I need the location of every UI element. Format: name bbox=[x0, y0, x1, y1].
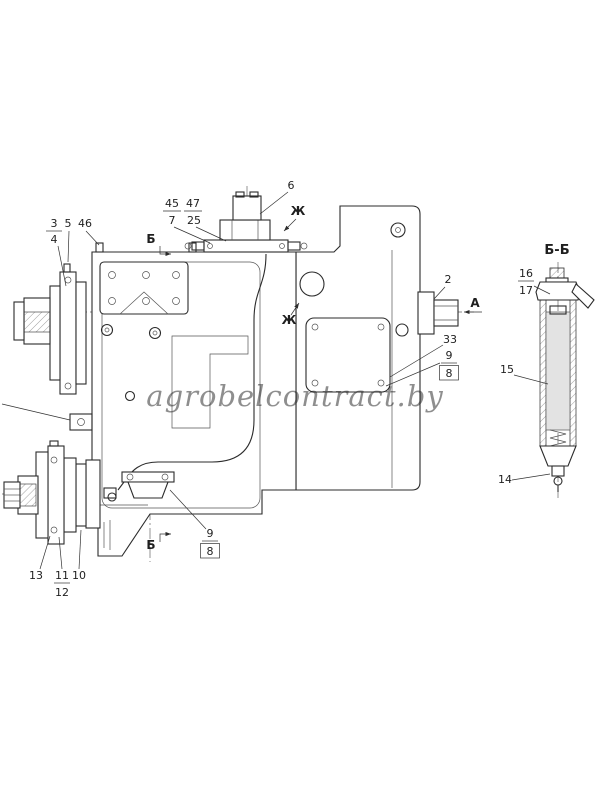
callout-2: 2 bbox=[445, 273, 452, 286]
callout-16: 16 bbox=[519, 267, 533, 280]
watermark-text: agrobelcontract.by bbox=[146, 379, 443, 413]
callout-10: 10 bbox=[72, 569, 86, 582]
callout-13: 13 bbox=[29, 569, 43, 582]
section-view-b-b bbox=[535, 267, 595, 492]
callout-14: 14 bbox=[498, 473, 512, 486]
section-piston bbox=[545, 311, 571, 431]
side-cover-plate bbox=[305, 317, 391, 393]
callout-17: 17 bbox=[519, 284, 533, 297]
top-mounting-plate bbox=[99, 261, 189, 315]
callout-labels: 3 4 5 46 45 7 47 25 6 2 33 9 8 9 8 13 11… bbox=[29, 179, 533, 599]
section-bottom-cone bbox=[539, 445, 577, 467]
valve-body bbox=[219, 219, 271, 241]
section-view-title: Б-Б bbox=[544, 243, 569, 258]
view-arrow-a-label: А bbox=[470, 296, 480, 310]
upper-left-flange-assembly bbox=[13, 263, 93, 431]
oil-tube bbox=[117, 253, 267, 491]
section-b-bottom-label: Б bbox=[146, 538, 155, 552]
leader-lines bbox=[1, 191, 551, 570]
callout-decorations bbox=[46, 210, 534, 584]
callout-7: 7 bbox=[169, 214, 176, 227]
top-valve-assembly bbox=[117, 191, 308, 491]
callout-12: 12 bbox=[55, 586, 69, 599]
right-fitting bbox=[287, 241, 301, 251]
callout-47: 47 bbox=[186, 197, 200, 210]
callout-8-right: 8 bbox=[446, 367, 453, 380]
callout-8-bottom: 8 bbox=[207, 545, 214, 558]
section-lever bbox=[571, 283, 595, 309]
view-letters: А Б Б Ж Ж Б-Б bbox=[146, 204, 569, 552]
right-output-shaft bbox=[417, 291, 459, 335]
callout-25: 25 bbox=[187, 214, 201, 227]
lower-left-pto-assembly bbox=[3, 440, 101, 545]
callout-9-right: 9 bbox=[446, 349, 453, 362]
callout-9-bottom: 9 bbox=[207, 527, 214, 540]
view-zh-top-label: Ж bbox=[291, 204, 306, 218]
stepped-bracket bbox=[171, 335, 249, 429]
left-fitting bbox=[191, 241, 205, 251]
section-cap bbox=[535, 281, 581, 301]
callout-11: 11 bbox=[55, 569, 69, 582]
callout-3: 3 bbox=[51, 217, 58, 230]
callout-6: 6 bbox=[288, 179, 295, 192]
callout-45: 45 bbox=[165, 197, 179, 210]
callout-4: 4 bbox=[51, 233, 58, 246]
view-zh-mid-label: Ж bbox=[282, 313, 297, 327]
callout-15: 15 bbox=[500, 363, 514, 376]
section-b-top-label: Б bbox=[146, 232, 155, 246]
callout-46: 46 bbox=[78, 217, 92, 230]
breather-cap bbox=[232, 195, 262, 221]
callout-33: 33 bbox=[443, 333, 457, 346]
clamp-bracket bbox=[69, 413, 93, 431]
callout-5: 5 bbox=[65, 217, 72, 230]
bottom-flange-assembly bbox=[103, 471, 175, 499]
